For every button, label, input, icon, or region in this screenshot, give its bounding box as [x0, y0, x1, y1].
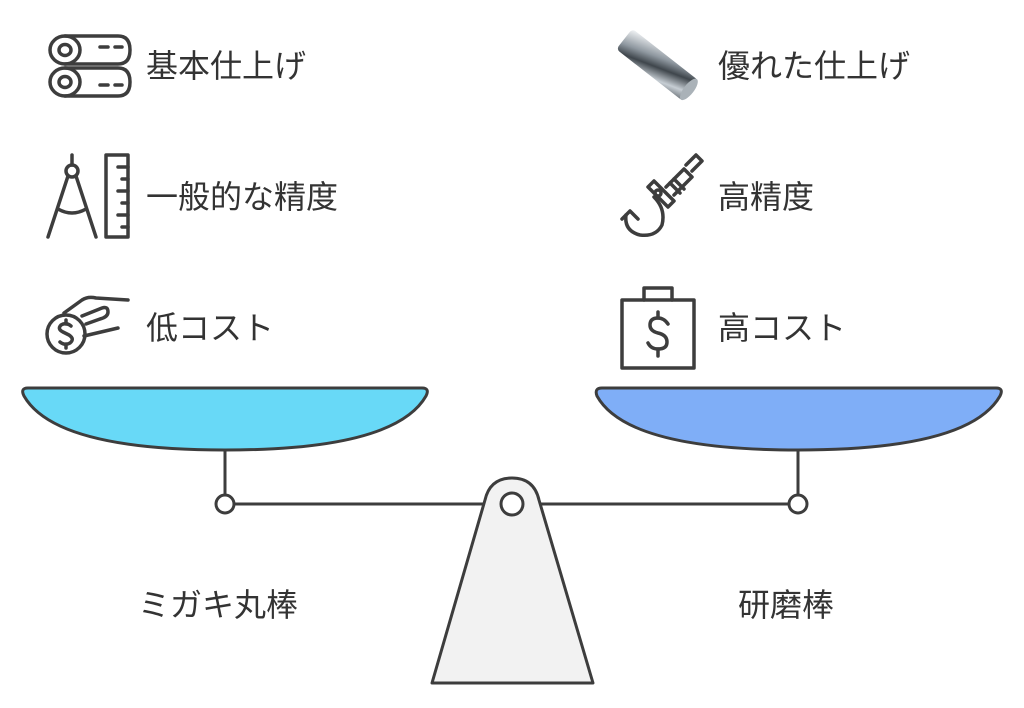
feature-label: 低コスト	[146, 309, 275, 347]
feature-label: 高コスト	[718, 309, 847, 347]
feature-label: 高精度	[718, 178, 815, 216]
right-pivot	[787, 493, 809, 515]
feature-label: 基本仕上げ	[146, 47, 307, 85]
feature-label: 優れた仕上げ	[718, 47, 911, 85]
right-pan	[594, 386, 1003, 452]
feature-right-0: 優れた仕上げ	[610, 16, 910, 112]
steel-rod-icon	[617, 30, 698, 101]
left-product-name: ミガキ丸棒	[138, 586, 299, 624]
right-product-name: 研磨棒	[738, 586, 835, 624]
logs-icon	[48, 34, 132, 98]
micrometer-icon	[620, 153, 704, 238]
left-pan	[21, 386, 429, 452]
feature-left-0: 基本仕上げ	[38, 16, 306, 112]
feature-right-1: 高精度	[610, 147, 814, 243]
fulcrum-pivot	[499, 491, 525, 517]
fulcrum	[430, 476, 595, 685]
feature-label: 一般的な精度	[146, 178, 339, 216]
money-bag-icon	[620, 286, 696, 370]
left-pivot	[214, 493, 236, 515]
feature-right-2: 高コスト	[610, 278, 846, 374]
hand-coin-icon	[45, 295, 130, 355]
compass-ruler-icon	[46, 153, 130, 239]
feature-left-2: 低コスト	[38, 278, 274, 374]
feature-left-1: 一般的な精度	[38, 147, 338, 243]
